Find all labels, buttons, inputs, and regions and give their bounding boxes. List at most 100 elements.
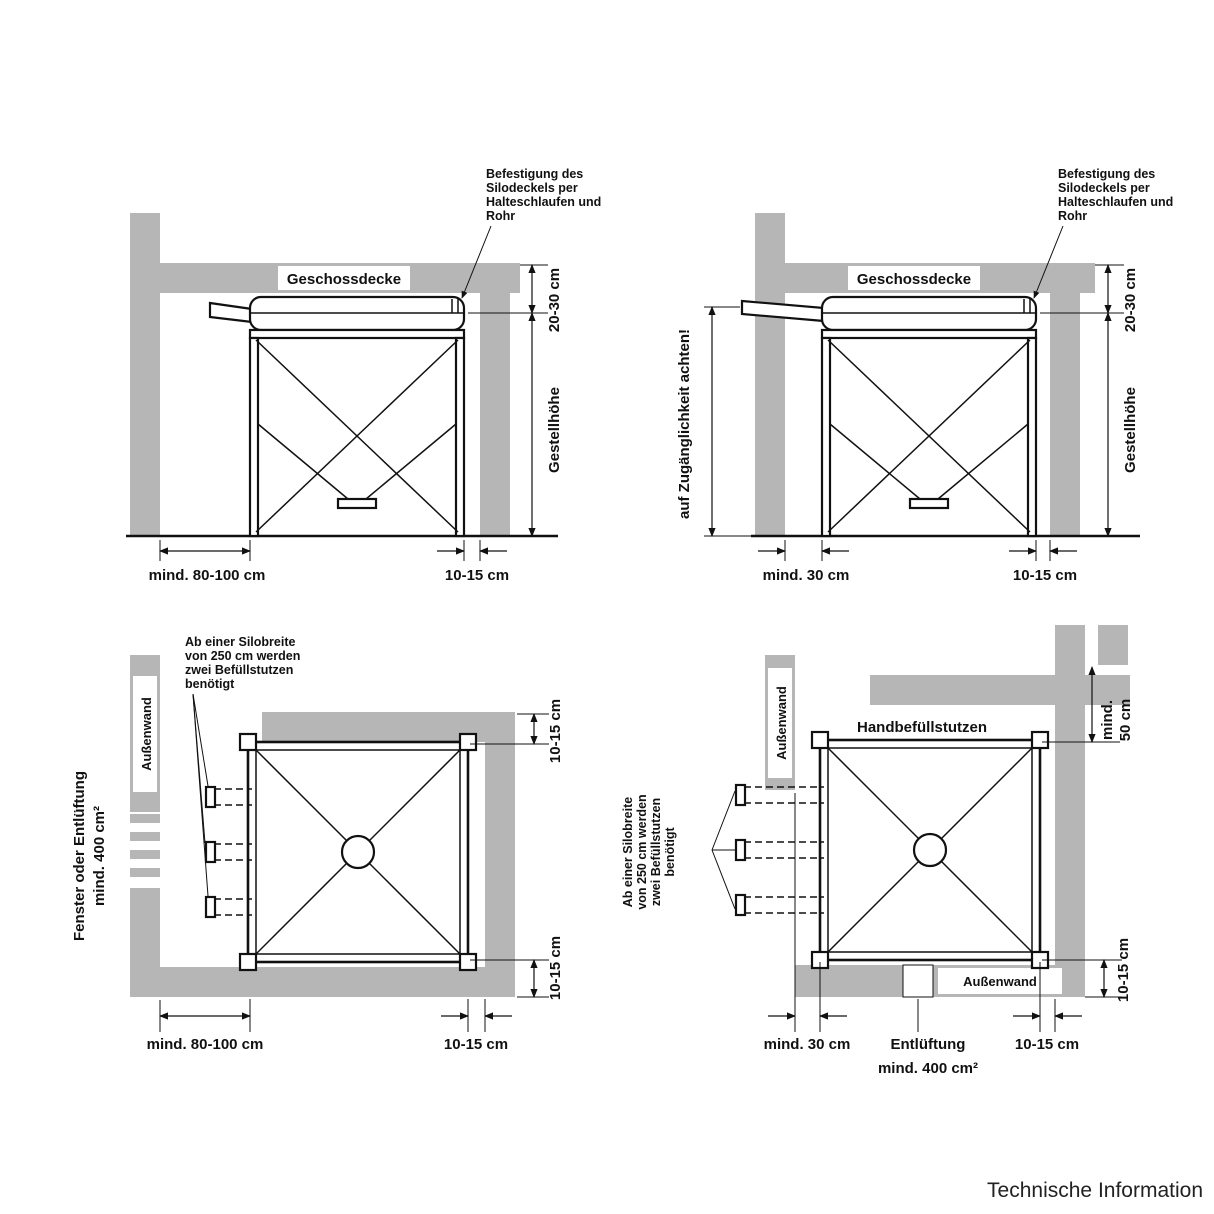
note-line: Ab einer Silobreite (185, 635, 295, 649)
dim-wall-distance (159, 999, 251, 1032)
dim-top-gap (470, 713, 549, 745)
note-line: Rohr (486, 209, 515, 223)
note-pointer-arrow (461, 225, 492, 299)
dim-side-gap-label: 10-15 cm (445, 567, 509, 584)
note-line: Befestigung des (1058, 167, 1155, 181)
dim-frame-height-label: Gestellhöhe (546, 387, 563, 473)
dim-accessibility (704, 306, 751, 537)
note-line: Ab einer Silobreite (621, 797, 635, 907)
ceiling-label-box (278, 266, 410, 290)
note-line: Rohr (1058, 209, 1087, 223)
diagram-top-view-left: Außenwand Fenster oder Entlüftung mind. … (71, 635, 564, 1053)
note-line: Silodeckels per (1058, 181, 1150, 195)
note-line: von 250 cm werden (185, 649, 300, 663)
vent-label: Entlüftung mind. 400 cm² (878, 999, 978, 1077)
wall-label-box-bottom (938, 968, 1062, 994)
note-line: von 250 cm werden (635, 794, 649, 909)
outlet (336, 497, 378, 510)
dim-wall-distance (768, 793, 847, 1032)
center-hub (340, 834, 376, 870)
dim-wall-distance-label: mind. 80-100 cm (149, 567, 266, 584)
bottom-wall (130, 967, 515, 997)
note-line: zwei Befüllstutzen (649, 798, 663, 906)
dim-bottom-gap-side (1042, 959, 1122, 998)
diagram-side-view-right: Geschossdecke auf Zugänglichkeit achten!… (676, 167, 1173, 584)
right-wall-column (1050, 263, 1080, 537)
stub-note-rotated: Ab einer Silobreite von 250 cm werden zw… (621, 790, 736, 910)
dim-top-clearance-label-2: 50 cm (1117, 699, 1134, 742)
dim-side-gap-label: 10-15 cm (1013, 567, 1077, 584)
ceiling-label: Geschossdecke (287, 271, 401, 288)
fill-stubs (734, 783, 824, 917)
right-wall (1055, 625, 1085, 997)
note-line: zwei Befüllstutzen (185, 663, 293, 677)
dim-side-gap (1013, 962, 1082, 1032)
right-wall (485, 712, 515, 997)
dim-wall-distance (758, 540, 849, 561)
dim-frame-height-label: Gestellhöhe (1122, 387, 1139, 473)
dim-bottom-gap-label: 10-15 cm (547, 936, 564, 1000)
vent-opening (902, 964, 934, 998)
outer-wall-bottom-label: Außenwand (963, 974, 1037, 989)
silo-top-view (238, 732, 478, 972)
outer-wall-label: Außenwand (139, 697, 154, 771)
dim-side-gap-label: 10-15 cm (444, 1036, 508, 1053)
vent-label-line: mind. 400 cm² (878, 1060, 978, 1077)
note-line: Halteschlaufen und (486, 195, 601, 209)
window-note-line: mind. 400 cm² (91, 806, 108, 906)
note-line: benötigt (663, 827, 677, 877)
window-vent-slats (130, 814, 160, 877)
dim-wall-distance (159, 540, 251, 561)
dim-wall-distance-label: mind. 80-100 cm (147, 1036, 264, 1053)
ceiling-label-box (848, 266, 980, 290)
window-note-line: Fenster oder Entlüftung (71, 771, 88, 941)
dim-side-gap (441, 999, 512, 1032)
diagram-top-view-right: Außenwand Außenwand Handbefüllstutzen Ab… (621, 625, 1134, 1077)
lid-fixing-note: Befestigung des Silodeckels per Haltesch… (461, 167, 601, 299)
dim-side-gap (1009, 540, 1077, 561)
top-wall (870, 675, 1130, 705)
dim-top-clearance (1042, 666, 1120, 743)
silo-top-view (810, 730, 1050, 970)
fill-pipe (740, 299, 826, 323)
dim-wall-distance-label: mind. 30 cm (764, 1036, 851, 1053)
lid-fixing-note: Befestigung des Silodeckels per Haltesch… (1033, 167, 1173, 299)
dim-wall-distance-label: mind. 30 cm (763, 567, 850, 584)
note-line: Befestigung des (486, 167, 583, 181)
dim-top-clearance-label-1: mind. (1099, 700, 1116, 740)
stub-note: Ab einer Silobreite von 250 cm werden zw… (185, 635, 300, 897)
hand-fill-nozzle-label: Handbefüllstutzen (857, 719, 987, 736)
left-wall (130, 213, 160, 537)
lid-strap (451, 299, 459, 313)
wall-label-box (133, 676, 157, 792)
page-footer-title: Technische Information (987, 1179, 1203, 1202)
note-line: benötigt (185, 677, 235, 691)
silo-frame (248, 328, 466, 538)
vent-label-line: Entlüftung (891, 1036, 966, 1053)
dim-bottom-gap (470, 959, 549, 998)
lid-strap (1023, 299, 1031, 313)
diagram-side-view-left: Geschossdecke 20-30 cm Gestellhöhe mind.… (126, 167, 601, 584)
wall-label-box (768, 668, 792, 778)
accessibility-note: auf Zugänglichkeit achten! (676, 329, 693, 519)
note-line: Halteschlaufen und (1058, 195, 1173, 209)
left-wall (755, 213, 785, 537)
wall-stub-top-right (1098, 625, 1128, 665)
fill-pipe (208, 301, 254, 324)
dim-bottom-gap-label: 10-15 cm (1115, 938, 1132, 1002)
fill-stubs (204, 785, 252, 919)
dim-top-gap-label: 10-15 cm (547, 699, 564, 763)
outlet (908, 497, 950, 510)
dim-side-gap (437, 540, 507, 561)
note-line: Silodeckels per (486, 181, 578, 195)
dim-ceiling-gap-label: 20-30 cm (1122, 268, 1139, 332)
dim-side-gap-label: 10-15 cm (1015, 1036, 1079, 1053)
center-hub (912, 832, 948, 868)
ceiling-label: Geschossdecke (857, 271, 971, 288)
silo-frame (820, 328, 1038, 538)
dim-ceiling-gap-label: 20-30 cm (546, 268, 563, 332)
right-wall-column (480, 263, 510, 537)
note-pointer-arrow (1033, 225, 1064, 299)
